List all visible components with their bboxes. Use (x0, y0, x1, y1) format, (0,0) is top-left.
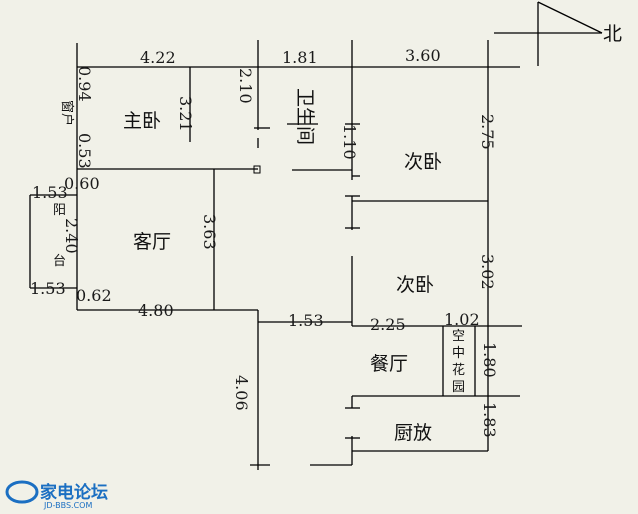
sky-garden-char: 中 (452, 346, 465, 361)
room-kitchen: 厨放 (394, 422, 432, 444)
sky-garden-char: 空 (452, 329, 465, 344)
dim-master-left-upper: 0.94 (75, 66, 94, 102)
dim-bath-lower: 1.10 (340, 124, 359, 160)
dim-corridor: 1.53 (288, 311, 324, 330)
dim-living-width: 4.80 (138, 301, 174, 320)
room-master-bedroom: 主卧 (123, 110, 161, 132)
room-bathroom: 卫生间 (294, 88, 316, 145)
sky-garden-label: 空 中 花 园 (452, 329, 465, 395)
dim-garden-width: 1.02 (444, 310, 480, 329)
dim-master-depth: 3.21 (176, 96, 195, 132)
dim-east-upper: 2.75 (478, 114, 497, 150)
balcony-char-2: 台 (53, 254, 66, 269)
dim-living-depth: 3.63 (200, 214, 219, 250)
dim-top-master: 4.22 (140, 48, 176, 67)
dim-kitchen-depth: 1.83 (480, 402, 499, 438)
dim-balcony-top: 1.53 (32, 183, 68, 202)
room-second-bedroom-upper: 次卧 (404, 151, 442, 173)
watermark-brand: 家电论坛 (40, 482, 108, 503)
room-second-bedroom-lower: 次卧 (396, 274, 434, 296)
dim-garden-depth: 1.80 (480, 342, 499, 378)
bay-window-label: 窗户 (59, 100, 75, 126)
sky-garden-char: 花 (452, 362, 465, 378)
dim-master-left-step: 0.60 (64, 174, 100, 193)
dim-living-bottom-left: 0.62 (76, 286, 112, 305)
compass-pointer (537, 1, 603, 34)
balcony-char-1: 阳 (53, 203, 66, 218)
dim-balcony-bottom: 1.53 (30, 279, 66, 298)
dim-top-bath: 1.81 (282, 48, 318, 67)
dim-balcony-depth: 2.40 (62, 218, 81, 254)
north-label: 北 (603, 23, 622, 45)
room-living-room: 客厅 (133, 231, 171, 253)
watermark-site: JD-BBS.COM (43, 501, 92, 510)
dim-bath-upper: 2.10 (236, 68, 255, 104)
sky-garden-char: 园 (452, 380, 465, 395)
site-watermark: 家电论坛 JD-BBS.COM (5, 480, 108, 510)
dim-dining-width: 2.25 (370, 315, 406, 334)
dim-master-left-lower: 0.53 (75, 133, 94, 169)
room-dining-room: 餐厅 (370, 353, 408, 375)
compass: 北 (494, 1, 622, 66)
dim-east-lower: 3.02 (478, 254, 497, 290)
dim-west-lower: 4.06 (232, 375, 251, 411)
watermark-logo-icon (5, 480, 39, 504)
dim-top-east: 3.60 (405, 46, 441, 65)
walls (29, 40, 522, 470)
